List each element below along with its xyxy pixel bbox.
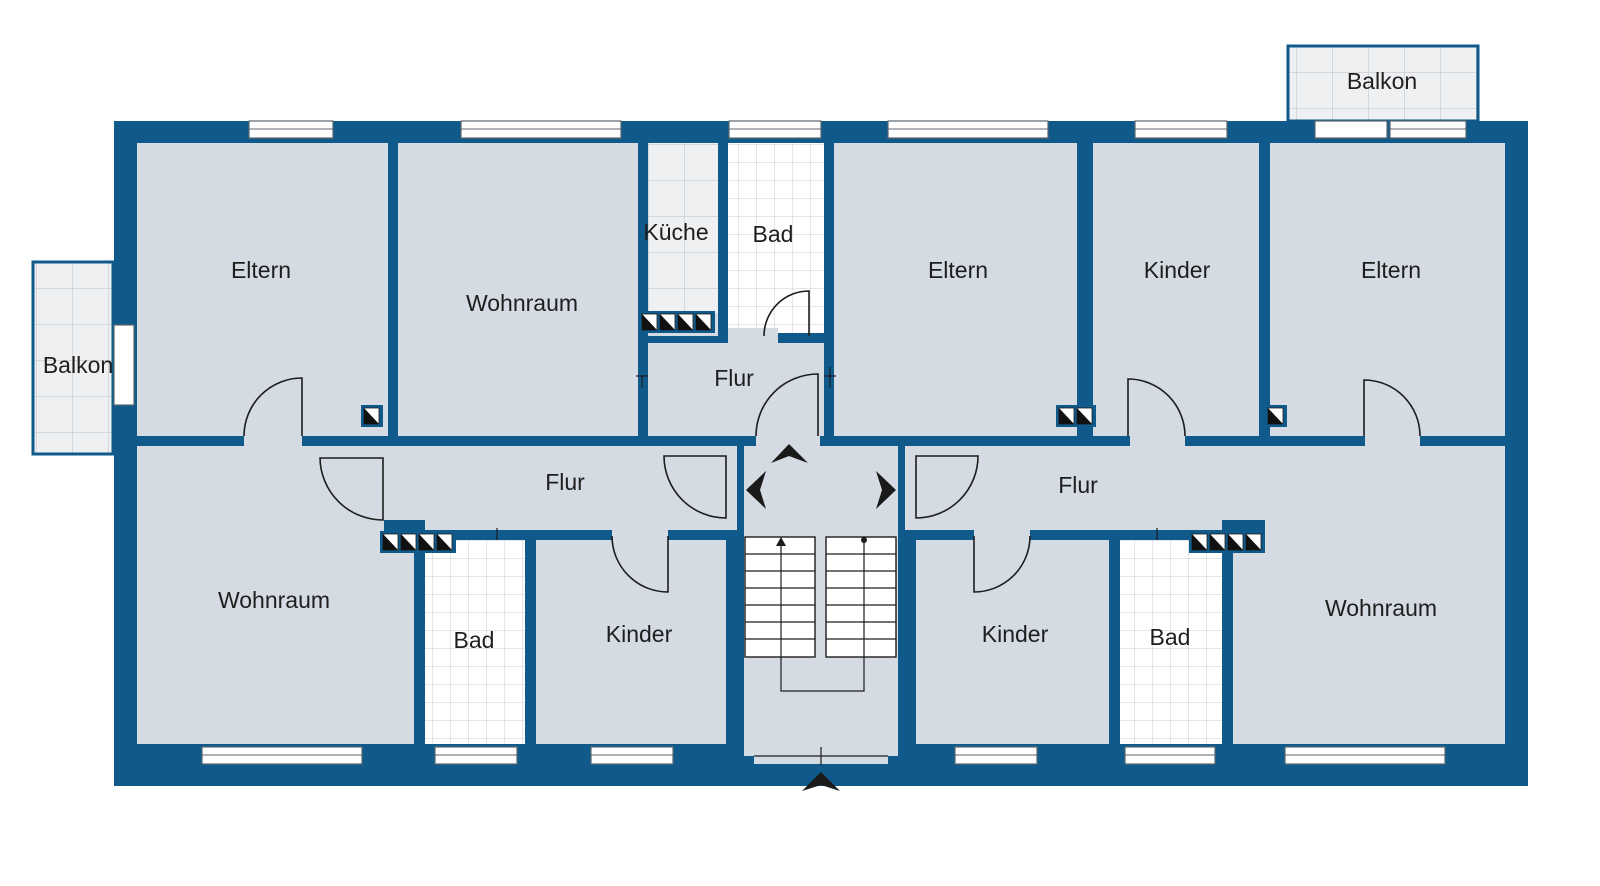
label-kinder-top: Kinder: [1144, 257, 1211, 283]
vent-shaft-mark: [364, 408, 379, 424]
vent-shaft-mark: [1246, 534, 1261, 550]
vent-shaft-mark: [642, 314, 657, 330]
windows-top: [248, 120, 1467, 139]
entrance-arrow-icon: [802, 772, 840, 791]
windows-bottom: [201, 746, 1446, 765]
label-bad-bottom-right: Bad: [1150, 624, 1191, 650]
vent-shaft-mark: [1192, 534, 1207, 550]
label-flur-right: Flur: [1058, 472, 1098, 498]
vent-shaft-mark: [437, 534, 452, 550]
entrance-arrow-icon: [876, 471, 896, 509]
room-kinder-top: [1093, 143, 1259, 436]
vent-shaft-mark: [660, 314, 675, 330]
room-kinder-bottom-left: [536, 540, 726, 744]
label-balkon-top: Balkon: [1347, 68, 1417, 94]
label-balkon-left: Balkon: [43, 352, 113, 378]
label-eltern-right: Eltern: [1361, 257, 1421, 283]
label-kinder-bottom-left: Kinder: [606, 621, 673, 647]
label-kueche: Küche: [643, 219, 708, 245]
balkon-left: [31, 260, 115, 456]
flur-right-extension: [1233, 446, 1505, 530]
partition: [916, 530, 1233, 540]
vent-shaft-mark: [383, 534, 398, 550]
room-kueche: [648, 143, 718, 313]
partition: [525, 530, 536, 744]
label-kinder-bottom-right: Kinder: [982, 621, 1049, 647]
room-eltern-right: [1270, 143, 1505, 436]
balkon-left-door: [113, 324, 135, 406]
label-wohnraum-bottom-right: Wohnraum: [1325, 595, 1437, 621]
partition: [414, 530, 726, 540]
vent-shaft-mark: [401, 534, 416, 550]
room-bad-bottom-left: [425, 540, 525, 744]
entrance-arrow-icon: [746, 471, 766, 509]
room-bad-top: [728, 143, 824, 333]
partition: [898, 530, 916, 744]
partition: [1109, 530, 1120, 744]
stairs: [744, 536, 897, 692]
vent-shaft-mark: [1210, 534, 1225, 550]
room-eltern-mid: [834, 143, 1077, 436]
label-eltern-mid: Eltern: [928, 257, 988, 283]
vent-shaft-icon: [361, 311, 1287, 553]
vent-shaft-mark: [1077, 408, 1092, 424]
vent-shaft-mark: [1268, 408, 1283, 424]
room-wohnraum-top: [398, 143, 638, 436]
room-eltern-left: [137, 143, 388, 436]
partition: [726, 530, 744, 744]
flur-left-extension: [137, 446, 414, 530]
balkon-top: [1286, 44, 1480, 123]
vent-shaft-mark: [678, 314, 693, 330]
partition: [1222, 530, 1233, 744]
room-flur-center: [648, 343, 824, 436]
label-flur-center: Flur: [714, 365, 754, 391]
stair-direction-arrow-icon: [776, 537, 786, 546]
label-flur-left: Flur: [545, 469, 585, 495]
label-wohnraum-bottom-left: Wohnraum: [218, 587, 330, 613]
door-swing-icon: [243, 290, 1421, 593]
vent-shaft-mark: [419, 534, 434, 550]
room-kinder-bottom-right: [916, 540, 1109, 744]
room-bad-bottom-right: [1120, 540, 1222, 744]
label-eltern-left: Eltern: [231, 257, 291, 283]
vent-shaft-mark: [696, 314, 711, 330]
label-wohnraum-top: Wohnraum: [466, 290, 578, 316]
label-bad-top: Bad: [753, 221, 794, 247]
vent-shaft-mark: [1228, 534, 1243, 550]
label-bad-bottom-left: Bad: [454, 627, 495, 653]
entrance-arrow-icon: [771, 444, 808, 463]
vent-shaft-mark: [1059, 408, 1074, 424]
partition: [414, 530, 425, 744]
